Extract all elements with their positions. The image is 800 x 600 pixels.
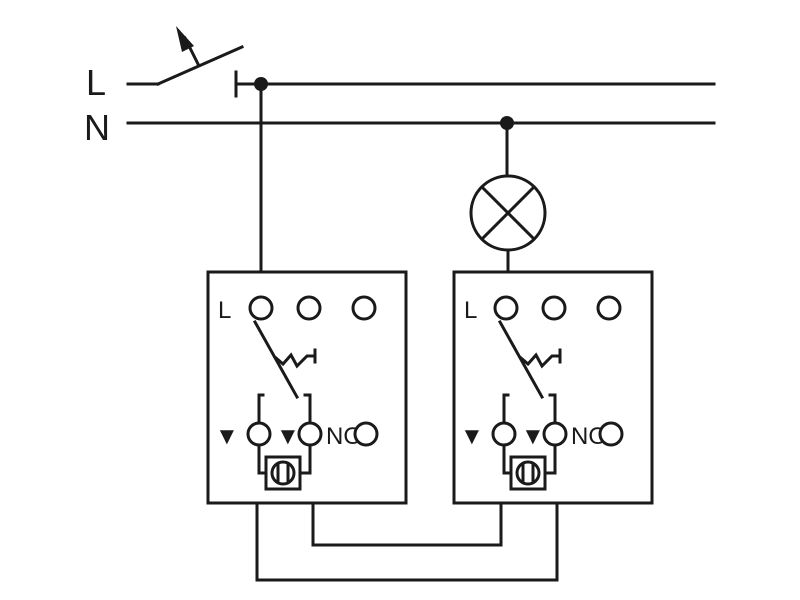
terminal <box>493 295 519 321</box>
terminal <box>491 421 517 447</box>
switch-left: L ▼ ▼ NO <box>206 270 408 505</box>
indicator-lamp-icon <box>509 455 547 491</box>
terminal <box>296 295 322 321</box>
switch-left-l-label: L <box>218 297 231 324</box>
traveller-wire-outer <box>255 501 559 582</box>
main-switch-icon <box>126 26 244 98</box>
switch-right-l-label: L <box>464 297 477 324</box>
switch-right-arrow-b: ▼ <box>521 423 545 450</box>
terminal <box>541 295 567 321</box>
switch-left-arrow-a: ▼ <box>215 423 239 450</box>
traveller-wire-inner <box>311 501 503 547</box>
terminal <box>598 421 624 447</box>
terminal <box>297 421 323 447</box>
neutral-label: N <box>84 107 110 148</box>
switch-right-arrow-a: ▼ <box>460 423 484 450</box>
indicator-lamp-icon <box>264 455 302 491</box>
lamp-icon <box>469 174 547 252</box>
terminal <box>353 421 379 447</box>
terminal <box>246 421 272 447</box>
switch-left-arrow-b: ▼ <box>276 423 300 450</box>
line-label: L <box>86 62 106 103</box>
terminal <box>542 421 568 447</box>
terminal <box>351 295 377 321</box>
terminal <box>248 295 274 321</box>
switch-right: L ▼ ▼ NO <box>452 270 654 505</box>
terminal <box>596 295 622 321</box>
